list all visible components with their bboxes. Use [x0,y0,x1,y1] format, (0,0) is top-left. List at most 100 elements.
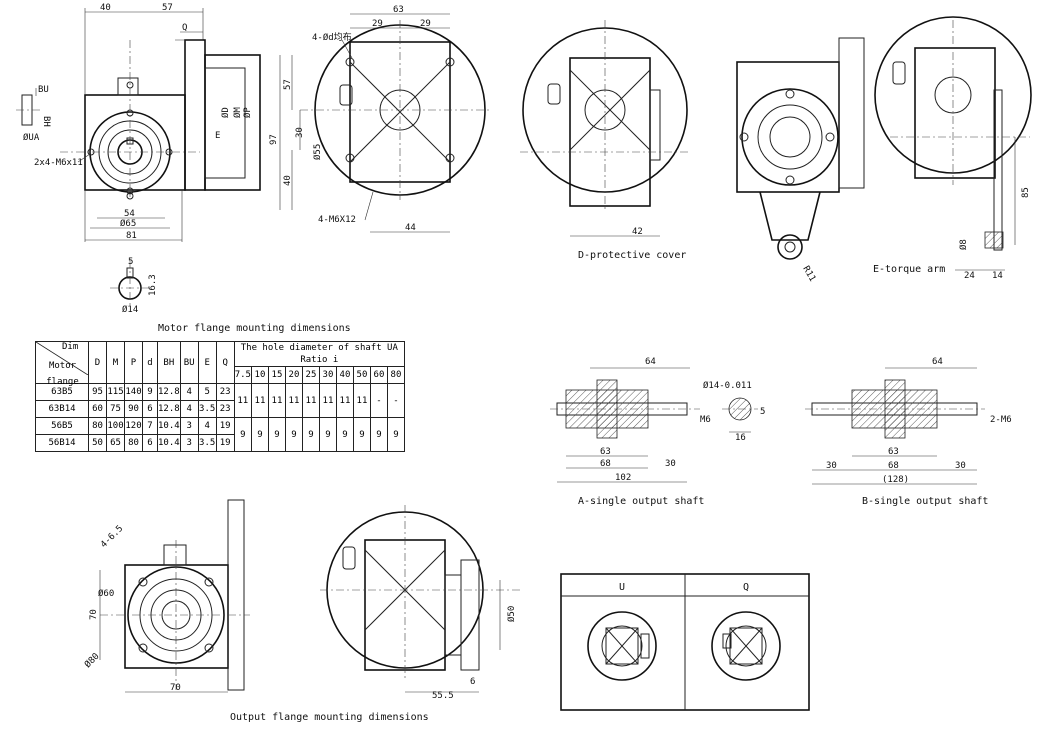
ua-cell: 9 [352,417,371,452]
label-holes-front: 2x4-M6x11 [34,158,83,168]
ratio-cell: 80 [386,366,405,384]
ratio-cell: 15 [267,366,286,384]
dim-44: 44 [405,223,416,233]
cell: 3 [179,417,199,435]
dim-30: 30 [295,127,305,138]
table-row: 56B5 80 100 120 7 10.4 3 4 19 9 9 9 9 9 … [35,417,405,452]
table-row: 63B5 95 115 140 9 12.8 4 5 23 11 11 11 1… [35,383,405,418]
caption-motor-flange: Motor flange mounting dimensions [158,323,351,334]
motor-flange-front-view: 40 57 54 Ø65 81 BU BH ØUA 2x4-M6x11 [16,3,204,242]
dim-70h: 70 [170,683,181,693]
dim-40: 40 [100,3,111,13]
ua-title: The hole diameter of shaft UA [240,343,398,353]
dim-68b: 68 [888,461,899,471]
gearbox-side-view: 63 29 29 4-Ød均布 97 57 30 40 Ø55 4-M6X12 … [269,5,490,233]
cell: 7 [142,417,158,435]
dim-phi14: Ø14 [122,304,138,315]
label-p: ØP [242,107,253,118]
row-name: 56B5 [35,417,89,435]
dim-70v: 70 [89,609,99,620]
ratio-title: Ratio i [300,355,339,365]
label-holes-side: 4-Ød均布 [312,31,352,43]
ua-cell: 9 [369,417,388,452]
output-flange-side-view: Ø50 55.5 6 [320,505,520,701]
ratio-cell: 50 [352,366,371,384]
label-2m6: 2-M6 [990,415,1012,425]
header-q: Q [743,582,749,593]
caption-a-shaft: A-single output shaft [578,496,704,507]
cell: 140 [124,383,143,401]
ua-cell: 11 [318,383,337,418]
dim-57: 57 [162,3,173,13]
shaft-section: Ø14-0.011 5 16 [703,380,765,443]
dim-16-3: 16.3 [148,274,158,296]
header-u: U [619,582,625,593]
dim-57v: 57 [283,79,293,90]
label-ua: ØUA [23,132,40,143]
output-flange-front-view: 70 70 Ø60 Ø80 4-6.5 Output flange mounti… [82,499,429,723]
col-p: P [124,341,143,384]
dim-24: 24 [964,271,975,281]
caption-output-flange: Output flange mounting dimensions [230,712,429,723]
dim-102: 102 [615,473,631,483]
ua-cell: 9 [301,417,320,452]
ua-cell: 9 [318,417,337,452]
dim-5: 5 [128,257,133,267]
ua-cell: 9 [386,417,405,452]
cell: 75 [106,400,125,418]
ratio-cell: 25 [301,366,320,384]
ua-cell: - [386,383,405,418]
cell: 12.8 [157,383,181,401]
table-row: 56B14 50 65 80 6 10.4 3 3.5 19 [35,434,405,452]
ua-cell: 9 [233,417,252,452]
dim-6: 6 [470,677,475,687]
ua-cell: 11 [267,383,286,418]
col-q: Q [215,341,235,384]
cell: 115 [106,383,125,401]
cell: 12.8 [157,400,181,418]
dim-14: 14 [992,271,1003,281]
label-m6x12: 4-M6X12 [318,215,356,225]
ua-cell: 9 [284,417,303,452]
dim-5s: 5 [760,407,765,417]
col-d-small: d [142,341,158,384]
caption-d-cover: D-protective cover [578,250,686,261]
col-m: M [106,341,125,384]
e-torque-arm-view: R11 85 Ø8 24 14 E-torque arm [736,16,1032,284]
ua-cell: 9 [267,417,286,452]
dim-phi65: Ø65 [120,218,136,229]
corner-dim-label: Dim [62,342,79,352]
ua-cell: - [369,383,388,418]
label-d: ØD [220,107,231,118]
caption-e-arm: E-torque arm [873,264,945,275]
dim-54: 54 [124,209,135,219]
ua-cell: 11 [335,383,354,418]
a-single-output-shaft-view: 64 63 68 30 102 M6 A-single output shaft [550,357,711,507]
ratio-cell: 10 [250,366,269,384]
corner-diagonal [36,342,88,375]
cell: 3.5 [197,434,217,452]
cell: 90 [124,400,143,418]
row-name: 56B14 [35,434,89,452]
ratio-cell: 40 [335,366,354,384]
cell: 9 [142,383,158,401]
shaft-end-detail: 5 16.3 Ø14 [110,257,158,315]
corner-row-label: Motor flange [46,361,79,387]
label-shaft-tol: Ø14-0.011 [703,380,752,391]
cell: 23 [215,400,235,418]
ua-cell: 11 [284,383,303,418]
table-row: 63B14 60 75 90 6 12.8 4 3.5 23 [35,400,405,418]
cell: 65 [106,434,125,452]
label-r11: R11 [800,265,817,284]
dim-phi50: Ø50 [506,606,517,622]
cell: 19 [215,434,235,452]
dim-30a: 30 [665,459,676,469]
label-q: Q [182,23,187,33]
cell: 120 [124,417,143,435]
label-bh: BH [41,116,51,127]
cell: 5 [197,383,217,401]
label-m6: M6 [700,415,711,425]
dim-phi60: Ø60 [98,588,114,599]
dim-63b: 63 [888,447,899,457]
